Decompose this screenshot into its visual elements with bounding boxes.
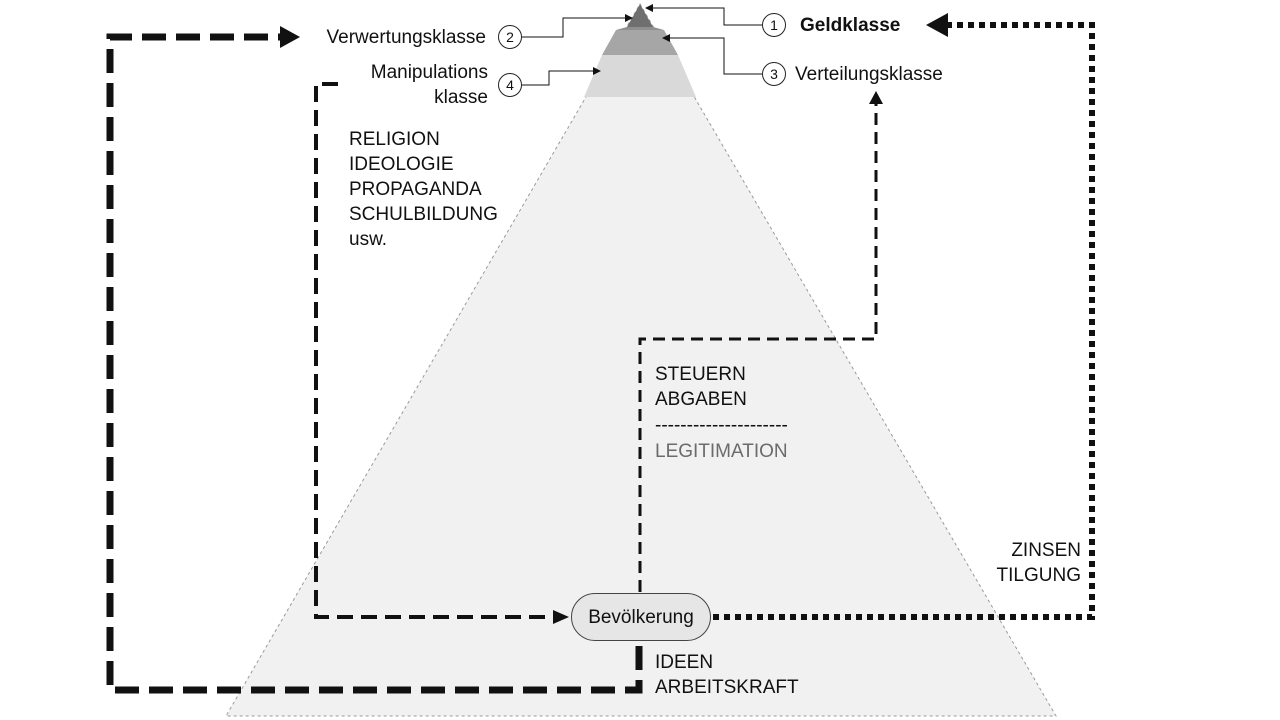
label-verwertungsklasse: Verwertungsklasse bbox=[326, 27, 486, 48]
connector-manipulationsklasse bbox=[522, 67, 601, 86]
state-flow-steuern: STEUERN bbox=[655, 364, 746, 385]
connector-verwertungsklasse bbox=[522, 14, 633, 38]
manipulation-means-item: RELIGION bbox=[349, 129, 440, 150]
manipulation-means-item: PROPAGANDA bbox=[349, 179, 482, 200]
connector-geldklasse bbox=[645, 4, 762, 26]
pyramid-tier-1 bbox=[627, 4, 653, 27]
flow-zinsen bbox=[713, 22, 1095, 620]
label-manipulationsklasse-line2: klasse bbox=[434, 87, 488, 108]
label-manipulationsklasse-line1: Manipulations bbox=[370, 62, 488, 83]
label-verteilungsklasse: Verteilungsklasse bbox=[795, 64, 943, 85]
flow-manipulation bbox=[314, 82, 556, 619]
manipulation-means-item: usw. bbox=[349, 229, 388, 250]
state-flow-abgaben: ABGABEN bbox=[655, 389, 747, 410]
flow-zinsen-arrowhead bbox=[926, 13, 948, 37]
flow-steuern-arrowhead bbox=[869, 91, 883, 104]
number-badge-2: 2 bbox=[498, 25, 522, 49]
flow-steuern bbox=[638, 104, 878, 592]
label-geldklasse: Geldklasse bbox=[800, 15, 901, 36]
labor-flow-arbeitskraft: ARBEITSKRAFT bbox=[655, 677, 799, 698]
money-flow-zinsen: ZINSEN bbox=[1011, 540, 1081, 561]
state-flow-legitimation: LEGITIMATION bbox=[655, 441, 788, 462]
state-flow-separator: --------------------- bbox=[655, 415, 788, 436]
manipulation-means-item: IDEOLOGIE bbox=[349, 154, 454, 175]
number-badge-1: 1 bbox=[762, 13, 786, 37]
pyramid-tier-2 bbox=[602, 30, 678, 55]
flow-manipulation-arrowhead bbox=[553, 610, 569, 624]
flow-arbeitskraft-arrowhead bbox=[280, 26, 300, 48]
connector-verteilungsklasse bbox=[662, 34, 762, 75]
number-badge-3: 3 bbox=[762, 62, 786, 86]
pyramid-tier-4 bbox=[584, 55, 696, 97]
labor-flow-ideen: IDEEN bbox=[655, 652, 714, 673]
population-node: Bevölkerung bbox=[571, 593, 711, 641]
pyramid-tier-1b bbox=[616, 27, 664, 30]
money-flow-tilgung: TILGUNG bbox=[996, 565, 1081, 586]
number-badge-4: 4 bbox=[498, 73, 522, 97]
manipulation-means-item: SCHULBILDUNG bbox=[349, 204, 498, 225]
